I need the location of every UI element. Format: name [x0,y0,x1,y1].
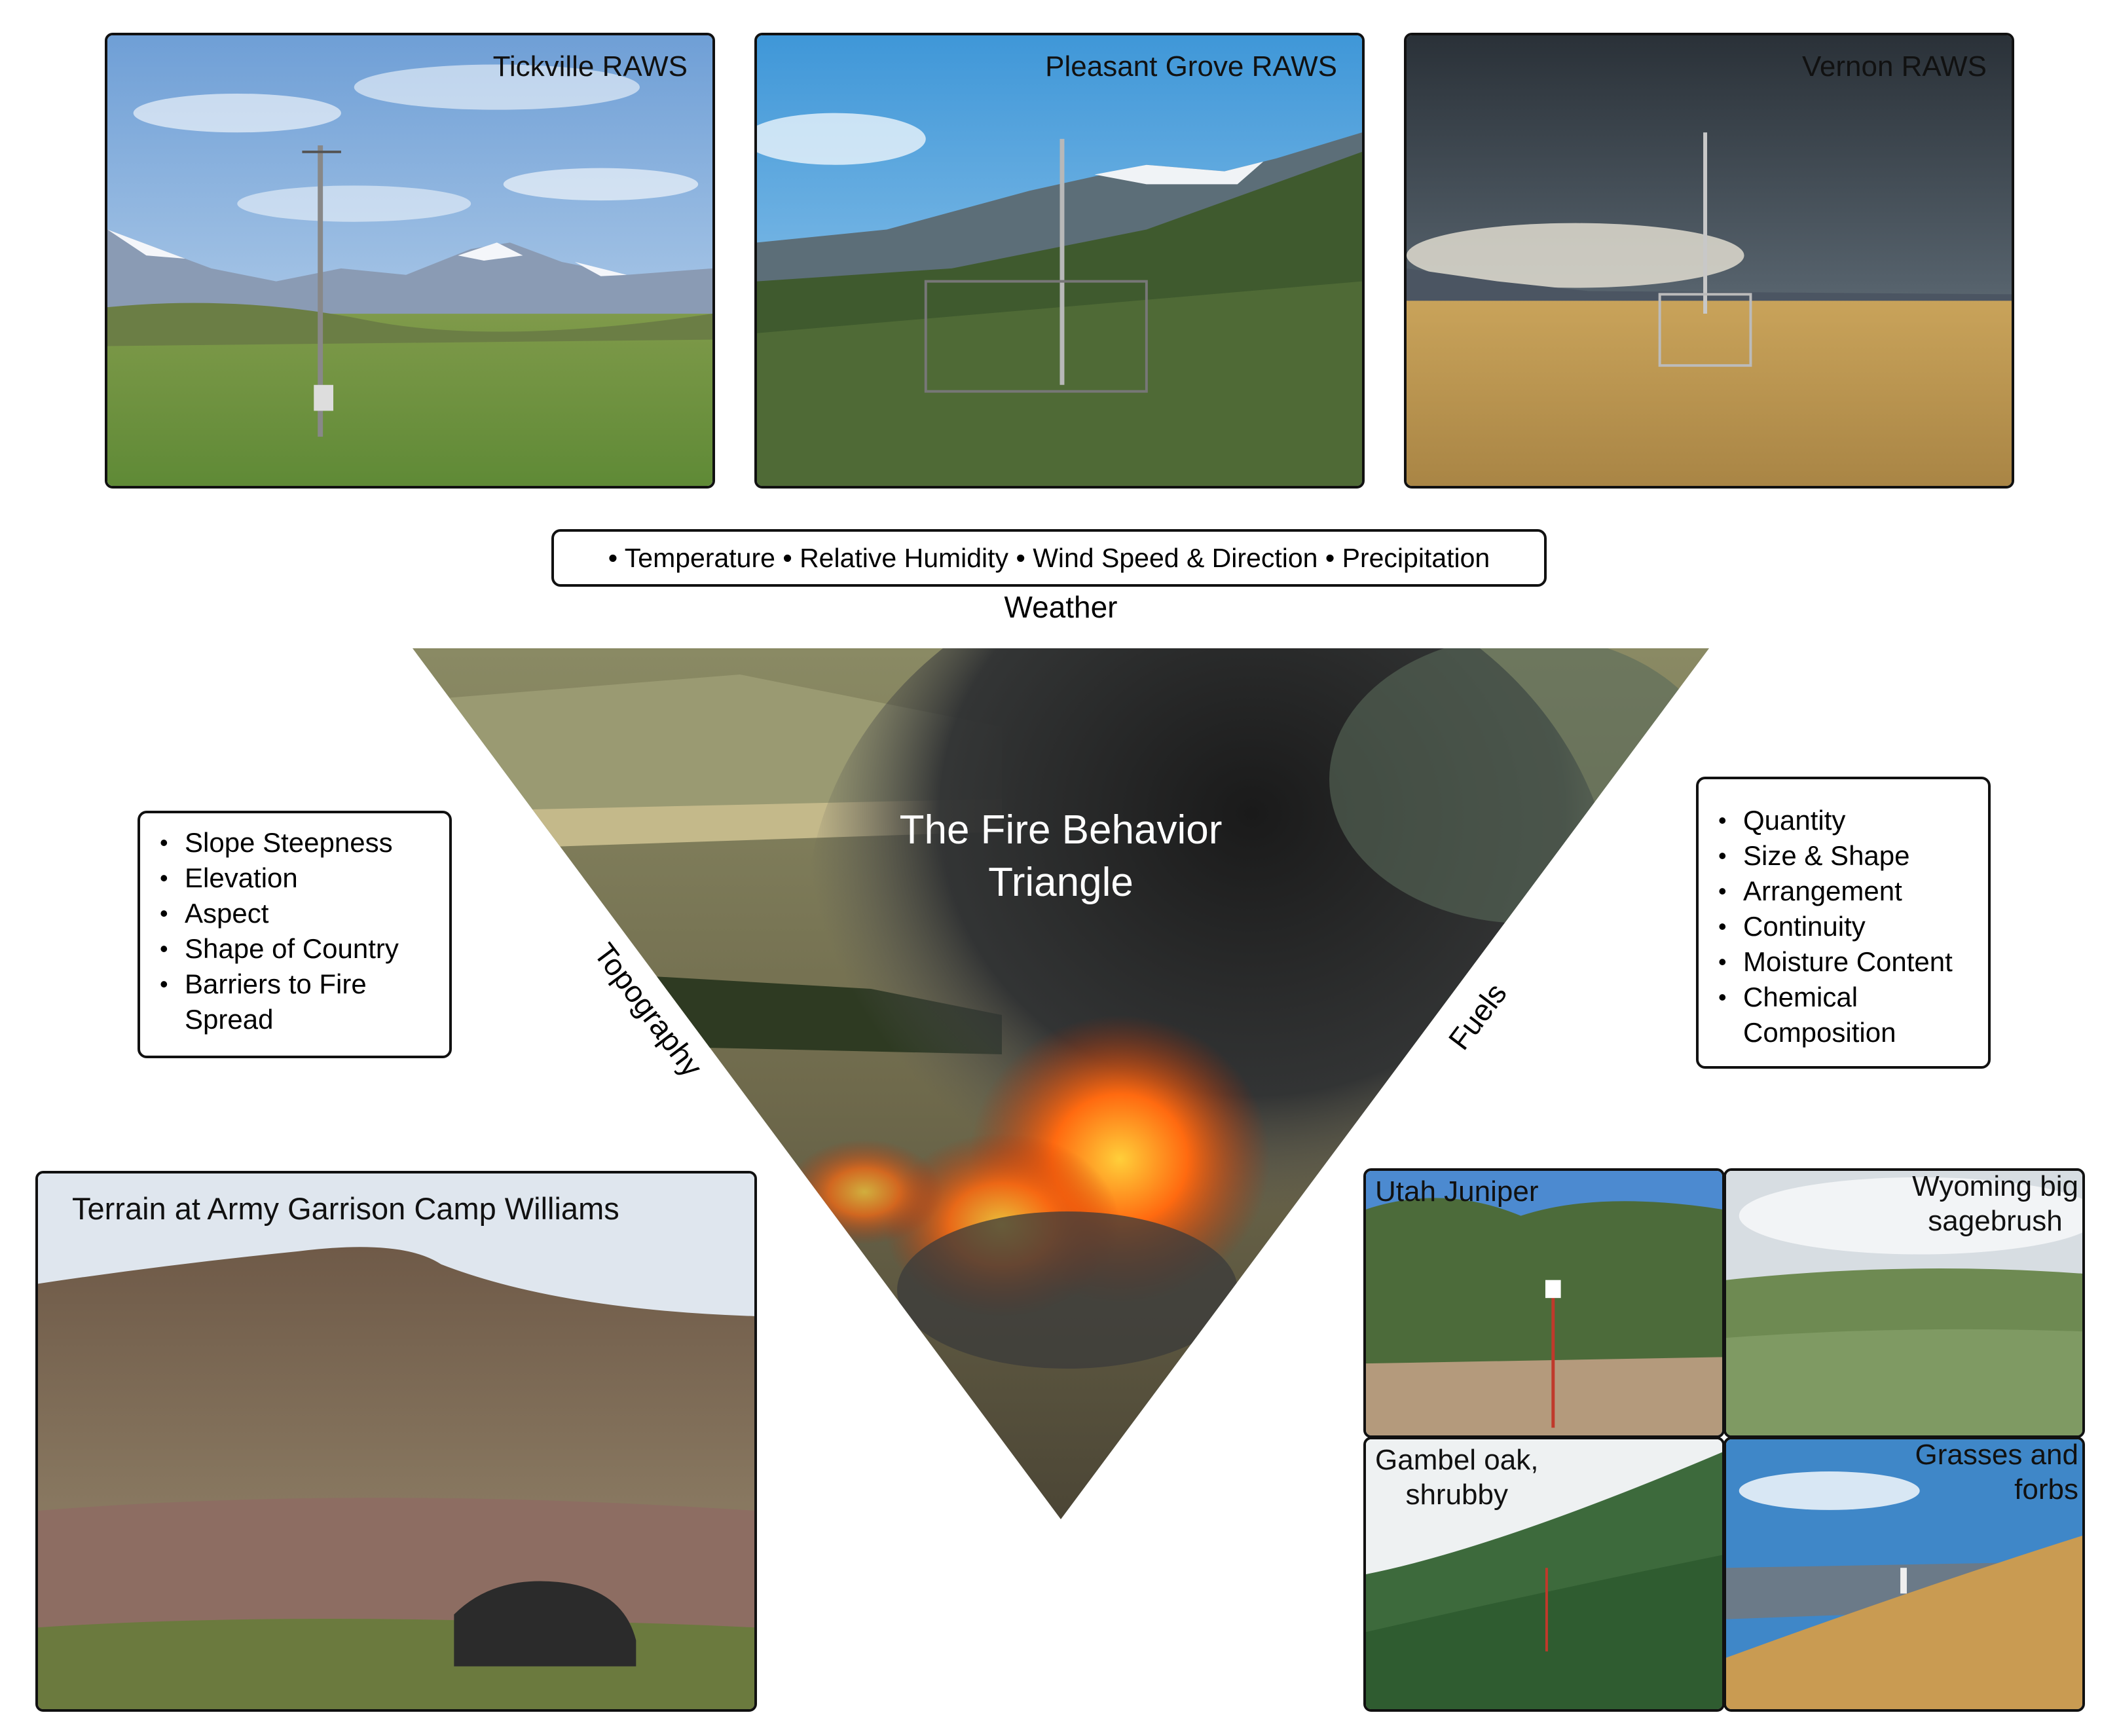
fuel-caption-line-1: Wyoming big [1912,1170,2078,1202]
topography-factors-list: Slope Steepness Elevation Aspect Shape o… [153,825,443,1037]
fuel-caption: Gambel oak, shrubby [1375,1443,1538,1513]
weather-factors-box: • Temperature • Relative Humidity • Wind… [551,529,1547,587]
photo-utah-juniper: Utah Juniper [1363,1168,1725,1438]
station-caption: Pleasant Grove RAWS [1045,50,1337,83]
fuel-caption: Wyoming big sagebrush [1912,1170,2078,1239]
photo-wyoming-big-sagebrush: Wyoming big sagebrush [1723,1168,2085,1438]
triangle-title: The Fire Behavior Triangle [832,804,1290,909]
list-item: Shape of Country [153,931,443,967]
terrain-caption: Terrain at Army Garrison Camp Williams [72,1191,619,1226]
list-item: Barriers to Fire [153,967,443,1002]
fuel-caption-line-2: sagebrush [1928,1204,2063,1237]
fuel-caption-line-2: forbs [2014,1473,2078,1505]
fuels-factors-box: Quantity Size & Shape Arrangement Contin… [1696,777,1991,1069]
list-item-continuation: Spread [185,1004,274,1035]
list-item: Chemical [1712,980,1981,1015]
photo-grasses-and-forbs: Grasses and forbs [1723,1437,2085,1712]
juniper-scene [1366,1171,1722,1435]
fuel-caption-line-1: Gambel oak, [1375,1444,1539,1476]
gambel-oak-scene [1366,1439,1722,1709]
photo-tickville-raws: Tickville RAWS [105,33,715,489]
fuel-caption: Utah Juniper [1375,1175,1538,1210]
photo-pleasant-grove-raws: Pleasant Grove RAWS [754,33,1365,489]
topography-factors-box: Slope Steepness Elevation Aspect Shape o… [138,811,452,1058]
fuel-caption-line-1: Grasses and [1915,1439,2078,1471]
list-item: Elevation [153,860,443,896]
list-item: Arrangement [1712,874,1981,909]
list-item: Slope Steepness [153,825,443,860]
fuel-caption: Grasses and forbs [1915,1439,2078,1507]
photo-terrain-camp-williams: Terrain at Army Garrison Camp Williams [35,1171,757,1712]
list-item-continuation: Composition [1743,1017,1896,1048]
pleasant-grove-scene [757,35,1362,486]
tickville-scene [107,35,712,486]
vernon-scene [1407,35,2012,486]
list-item: Size & Shape [1712,838,1981,874]
station-caption: Vernon RAWS [1801,50,1987,83]
list-item: Continuity [1712,909,1981,944]
fuels-factors-list: Quantity Size & Shape Arrangement Contin… [1712,803,1981,1050]
fuel-caption-line-1: Utah Juniper [1375,1175,1539,1208]
list-item: Quantity [1712,803,1981,838]
station-caption: Tickville RAWS [492,50,688,83]
fuel-caption-line-2: shrubby [1405,1478,1508,1511]
list-item: Aspect [153,896,443,931]
weather-label: Weather [1004,590,1118,624]
triangle-title-line-1: The Fire Behavior [899,807,1223,853]
photo-gambel-oak-shrubby: Gambel oak, shrubby [1363,1437,1725,1712]
weather-factors-text: • Temperature • Relative Humidity • Wind… [608,542,1490,573]
list-item: Moisture Content [1712,944,1981,980]
grasses-scene [1726,1439,2082,1709]
photo-vernon-raws: Vernon RAWS [1404,33,2014,489]
terrain-scene [38,1173,754,1709]
triangle-title-line-2: Triangle [988,860,1133,905]
sagebrush-scene [1726,1171,2082,1435]
